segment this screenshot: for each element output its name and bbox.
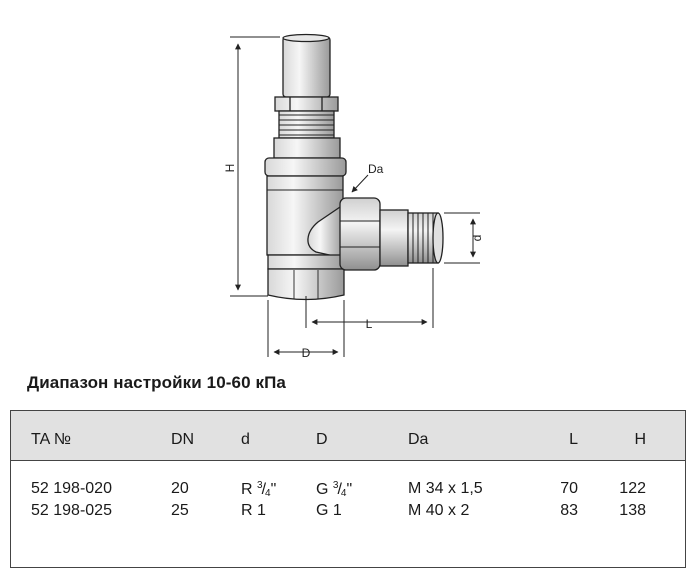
table-cell-D: G 3/4" bbox=[316, 480, 353, 499]
header-D: D bbox=[316, 431, 328, 448]
valve-body bbox=[264, 33, 444, 301]
header-dn: DN bbox=[171, 431, 195, 448]
table-cell-L: 70 bbox=[560, 480, 578, 497]
D-prefix: G bbox=[316, 481, 329, 498]
D-denominator: 4 bbox=[340, 488, 347, 499]
table-cell-L: 83 bbox=[560, 502, 578, 519]
d-denominator: 4 bbox=[265, 488, 271, 499]
header-L: L bbox=[569, 431, 578, 448]
table-cell-dn: 20 bbox=[171, 480, 189, 497]
dim-label-d: d bbox=[470, 235, 484, 242]
dimension-lines bbox=[230, 36, 480, 357]
setting-range-heading: Диапазон настройки 10-60 кПа bbox=[27, 373, 286, 392]
table-cell-da: M 34 x 1,5 bbox=[408, 480, 483, 497]
d-suffix: " bbox=[270, 481, 277, 498]
table-cell-da: M 40 x 2 bbox=[408, 502, 470, 519]
table-cell-ta: 52 198-025 bbox=[31, 502, 112, 519]
table-cell-dn: 25 bbox=[171, 502, 189, 519]
table-cell-d: R 3/4" bbox=[241, 480, 277, 499]
dim-label-D: D bbox=[302, 346, 311, 360]
D-suffix: " bbox=[346, 481, 353, 498]
specification-table: TA № DN d D Da L H 52 198-020 20 R 3/4" … bbox=[10, 410, 686, 568]
table-cell-H: 138 bbox=[619, 502, 646, 519]
d-prefix: R bbox=[241, 481, 253, 498]
d-numerator: 3 bbox=[257, 480, 263, 491]
header-d: d bbox=[241, 431, 250, 448]
table-cell-d: R 1 bbox=[241, 502, 266, 519]
table-cell-D: G 1 bbox=[316, 502, 342, 519]
table-header-row: TA № DN d D Da L H bbox=[11, 411, 685, 461]
header-H: H bbox=[634, 431, 646, 448]
table-cell-H: 122 bbox=[619, 480, 646, 497]
dim-label-H: H bbox=[223, 164, 237, 173]
dim-label-Da: Da bbox=[368, 162, 384, 176]
D-numerator: 3 bbox=[332, 480, 339, 491]
valve-technical-drawing: H Da d L D bbox=[223, 33, 484, 360]
header-da: Da bbox=[408, 431, 429, 448]
dim-label-L: L bbox=[366, 317, 373, 331]
table-cell-ta: 52 198-020 bbox=[31, 480, 112, 497]
header-ta-number: TA № bbox=[31, 431, 71, 448]
